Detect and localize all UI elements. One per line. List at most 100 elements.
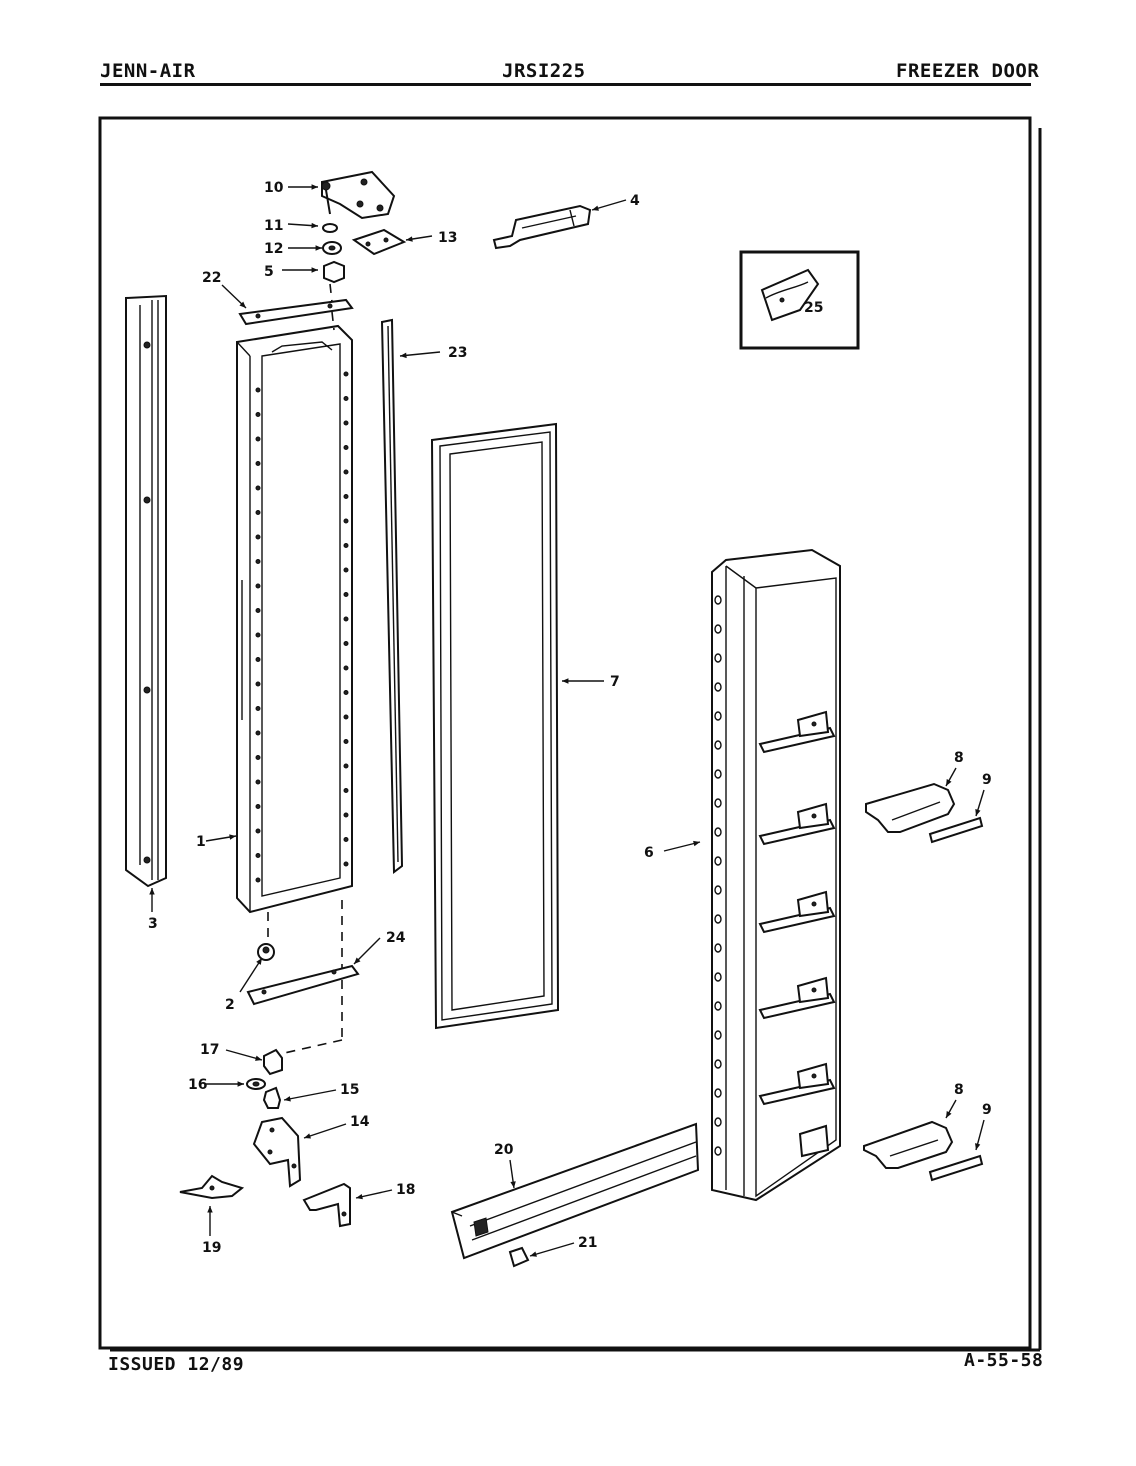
part-6-shelf-ledges — [758, 710, 836, 1158]
callout-8-upper: 8 — [954, 750, 964, 766]
panel-hole — [343, 494, 349, 499]
liner-hole — [714, 769, 722, 779]
panel-hole — [343, 469, 349, 475]
panel-hole — [255, 755, 261, 760]
liner-hole — [714, 972, 722, 982]
header-rule — [100, 83, 1031, 86]
callout-19: 19 — [202, 1240, 221, 1256]
liner-hole — [714, 1088, 722, 1098]
liner-hole — [714, 1146, 722, 1156]
panel-hole — [255, 510, 261, 515]
leader-arrowhead — [149, 888, 155, 895]
shelf-bracket-hole — [811, 813, 817, 819]
panel-hole — [255, 853, 261, 858]
callout-9-lower: 9 — [982, 1102, 992, 1118]
panel-hole — [343, 837, 349, 842]
panel-hole — [343, 543, 349, 548]
panel-hole — [255, 559, 261, 564]
part-4-door-stop — [492, 204, 592, 250]
leader-arrowhead — [530, 1251, 537, 1257]
leader-arrowhead — [400, 352, 407, 359]
liner-hole — [714, 1030, 722, 1040]
panel-hole — [255, 632, 261, 638]
callout-21: 21 — [578, 1235, 597, 1251]
panel-hole — [255, 779, 261, 785]
part-13-hinge-shim — [351, 228, 407, 256]
panel-hole — [343, 812, 349, 818]
leader-arrowhead — [255, 1055, 262, 1061]
liner-hole — [714, 653, 722, 663]
part-2-bushing — [257, 943, 275, 961]
leader-arrowhead — [229, 834, 236, 840]
callout-5: 5 — [264, 264, 274, 280]
callout-10: 10 — [264, 180, 284, 196]
panel-hole — [343, 616, 349, 622]
part-1-screw-holes — [255, 371, 349, 883]
leader-line — [529, 1242, 575, 1257]
leader-arrowhead — [946, 1111, 952, 1118]
callout-6: 6 — [644, 845, 654, 861]
callout-16: 16 — [188, 1077, 207, 1093]
panel-hole — [255, 387, 261, 393]
part-9-label-upper — [928, 816, 984, 844]
panel-hole — [255, 485, 261, 491]
panel-hole — [255, 608, 261, 613]
part-17-cam — [263, 1048, 283, 1076]
part-10-top-hinge — [321, 170, 396, 220]
callout-18: 18 — [396, 1182, 415, 1198]
diagram-frame — [98, 116, 1032, 1350]
liner-hole — [714, 1001, 722, 1011]
part-15-pin — [262, 1086, 282, 1109]
panel-hole — [343, 567, 349, 573]
panel-hole — [343, 518, 349, 524]
leader-arrowhead — [356, 1193, 363, 1200]
shelf-bracket — [798, 1124, 830, 1158]
callout-25: 25 — [804, 300, 823, 316]
panel-hole — [343, 641, 349, 646]
panel-hole — [255, 412, 261, 417]
callout-leaders — [149, 184, 985, 1257]
part-20-door-handle — [450, 1122, 700, 1260]
part-24-bottom-hinge-plate — [246, 964, 360, 1006]
part-1-door-panel — [236, 324, 353, 914]
header-brand: JENN-AIR — [100, 60, 196, 82]
panel-hole — [343, 665, 349, 671]
callout-7: 7 — [610, 674, 620, 690]
leader-arrowhead — [406, 236, 413, 242]
panel-hole — [255, 706, 261, 711]
liner-hole — [714, 827, 722, 837]
part-21-handle-screw — [508, 1246, 530, 1268]
liner-hole — [714, 856, 722, 866]
panel-hole — [255, 681, 261, 687]
part-25-inset — [739, 250, 860, 350]
part-3-door-trim — [125, 294, 167, 888]
panel-hole — [343, 714, 349, 720]
part-6-door-shelf-liner — [711, 548, 841, 1202]
part-19-hinge-cover — [179, 1174, 245, 1200]
leader-arrowhead — [256, 958, 262, 965]
part-6-screw-holes — [714, 595, 722, 1156]
part-11-washer — [322, 223, 338, 233]
leader-arrowhead — [237, 1081, 244, 1087]
leader-arrowhead — [975, 809, 981, 816]
panel-hole — [255, 828, 261, 834]
panel-hole — [343, 763, 349, 769]
liner-hole — [714, 1117, 722, 1127]
panel-hole — [343, 420, 349, 426]
callout-9-upper: 9 — [982, 772, 992, 788]
liner-hole — [714, 798, 722, 808]
leader-arrowhead — [510, 1181, 516, 1188]
leader-line — [399, 351, 441, 357]
liner-hole — [714, 624, 722, 634]
leader-arrowhead — [239, 301, 246, 308]
leader-arrowhead — [207, 1206, 213, 1213]
liner-hole — [714, 943, 722, 953]
footer-issued: ISSUED 12/89 — [108, 1354, 245, 1375]
panel-hole — [255, 461, 261, 466]
header-model: JRSI225 — [502, 60, 586, 82]
panel-hole — [255, 436, 261, 442]
liner-hole — [714, 1059, 722, 1069]
leader-arrowhead — [693, 840, 700, 847]
panel-hole — [343, 739, 349, 744]
panel-hole — [343, 861, 349, 867]
